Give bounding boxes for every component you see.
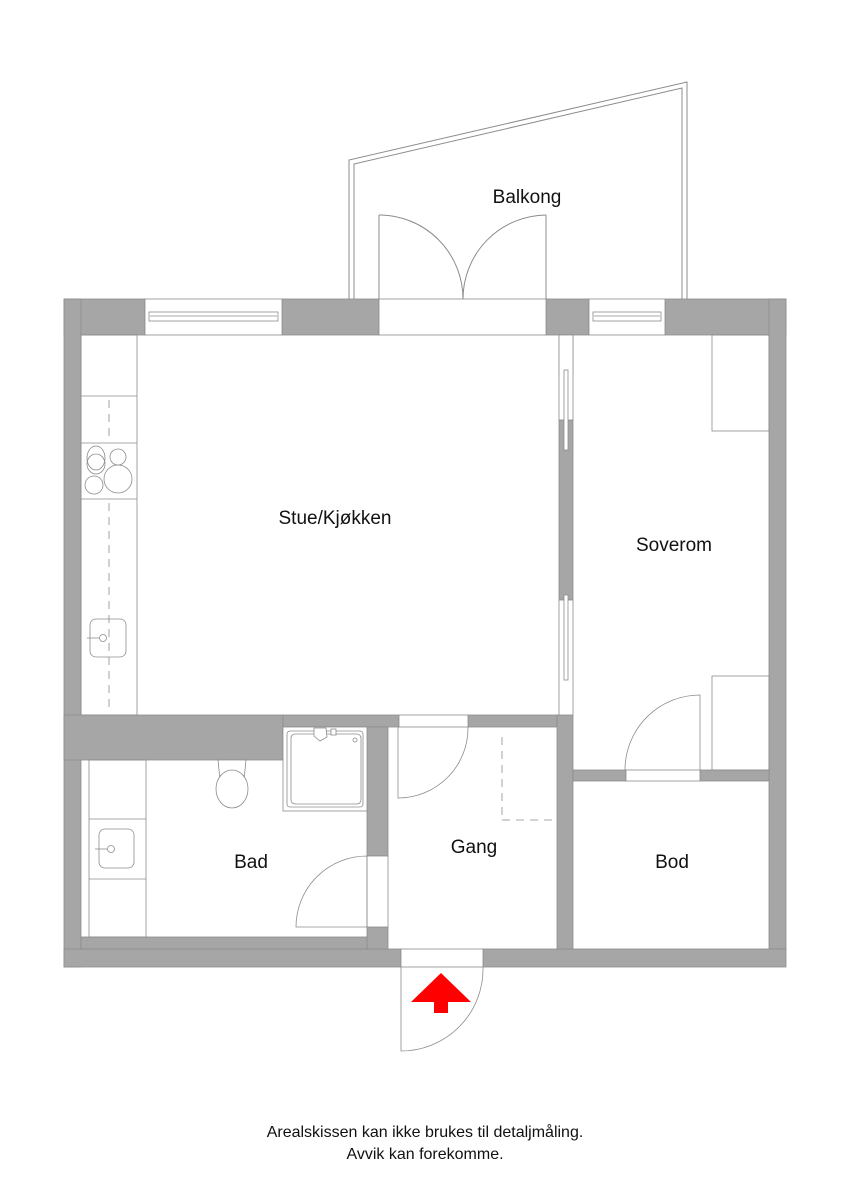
room-label-balkong: Balkong <box>492 187 562 208</box>
room-label-bad: Bad <box>234 852 268 873</box>
shower-icon <box>282 726 368 812</box>
wardrobe-outline <box>501 737 557 821</box>
stove-icon <box>84 445 133 495</box>
room-label-soverom: Soverom <box>635 535 713 556</box>
walls <box>63 298 787 968</box>
windows <box>144 298 666 336</box>
disclaimer-line-1: Arealskissen kan ikke brukes til detaljm… <box>266 1124 584 1141</box>
entrance-door <box>400 948 484 1052</box>
bathroom-sink-icon <box>95 828 135 869</box>
kitchen-counter <box>80 334 138 716</box>
kitchen-sink-icon <box>87 618 127 658</box>
bathroom-door <box>295 855 389 928</box>
bathroom-counter <box>88 759 147 938</box>
room-label-gang: Gang <box>450 837 498 858</box>
toilet-icon <box>215 759 249 809</box>
room-label-stue-kjokken: Stue/Kjøkken <box>278 508 392 529</box>
balcony-railing <box>348 81 688 299</box>
hallway-door <box>397 714 469 799</box>
disclaimer: Arealskissen kan ikke brukes til detaljm… <box>0 1122 850 1166</box>
entrance-arrow-icon <box>411 973 471 1013</box>
balcony-door <box>378 214 547 300</box>
storage-door <box>624 694 701 782</box>
disclaimer-line-2: Avvik kan forekomme. <box>346 1146 504 1163</box>
room-label-bod: Bod <box>655 852 689 873</box>
sliding-door <box>558 334 574 716</box>
bedroom-wardrobes <box>711 334 770 771</box>
